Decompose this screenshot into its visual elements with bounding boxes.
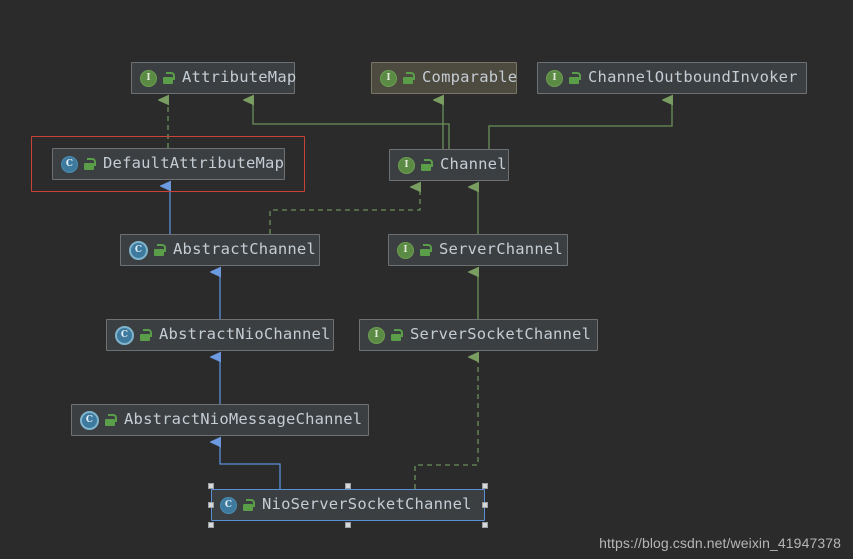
watermark-text: https://blog.csdn.net/weixin_41947378: [599, 535, 841, 551]
class-node-server-channel[interactable]: I ServerChannel: [388, 234, 568, 266]
class-node-attribute-map[interactable]: I AttributeMap: [131, 62, 297, 94]
class-node-label: DefaultAttributeMap: [103, 154, 285, 173]
class-icon: C: [61, 155, 78, 173]
node-icon-group: I: [140, 69, 175, 87]
public-lock-icon: [83, 158, 96, 170]
class-node-label: NioServerSocketChannel: [262, 495, 472, 514]
class-node-abstract-nio-message-channel[interactable]: C AbstractNioMessageChannel: [71, 404, 369, 436]
node-icon-group: C: [61, 155, 96, 173]
selection-handle[interactable]: [345, 483, 351, 489]
abstract-class-icon: C: [80, 410, 99, 430]
selection-handle[interactable]: [208, 502, 214, 508]
class-node-abstract-nio-channel[interactable]: C AbstractNioChannel: [106, 319, 334, 351]
class-node-default-attribute-map[interactable]: C DefaultAttributeMap: [52, 148, 285, 180]
class-node-comparable[interactable]: I Comparable: [371, 62, 517, 94]
interface-icon: I: [380, 69, 397, 87]
node-icon-group: I: [368, 326, 403, 344]
interface-icon: I: [546, 69, 563, 87]
class-node-label: ChannelOutboundInvoker: [588, 68, 798, 87]
class-icon: C: [220, 496, 237, 514]
node-icon-group: C: [115, 325, 152, 345]
class-node-channel-outbound-invoker[interactable]: I ChannelOutboundInvoker: [537, 62, 807, 94]
public-lock-icon: [153, 244, 166, 256]
public-lock-icon: [402, 72, 415, 84]
edge-extends[interactable]: [488, 100, 672, 149]
class-node-label: AttributeMap: [182, 68, 297, 87]
selection-handle[interactable]: [208, 483, 214, 489]
class-node-label: ServerSocketChannel: [410, 325, 592, 344]
interface-icon: I: [140, 69, 157, 87]
interface-icon: I: [368, 326, 385, 344]
edge-extends[interactable]: [220, 442, 281, 489]
public-lock-icon: [568, 72, 581, 84]
selection-handle[interactable]: [208, 522, 214, 528]
interface-icon: I: [398, 156, 415, 174]
node-icon-group: I: [397, 241, 432, 259]
node-icon-group: I: [546, 69, 581, 87]
red-focus-rectangle: [31, 136, 305, 192]
class-node-label: AbstractNioChannel: [159, 325, 331, 344]
abstract-class-icon: C: [129, 240, 148, 260]
node-icon-group: C: [80, 410, 117, 430]
selection-handle[interactable]: [345, 522, 351, 528]
selection-handle[interactable]: [482, 502, 488, 508]
class-node-abstract-channel[interactable]: C AbstractChannel: [120, 234, 320, 266]
public-lock-icon: [242, 499, 255, 511]
node-icon-group: C: [220, 496, 255, 514]
selection-handle[interactable]: [482, 522, 488, 528]
class-node-label: AbstractChannel: [173, 240, 316, 259]
class-node-server-socket-channel[interactable]: I ServerSocketChannel: [359, 319, 598, 351]
edge-implements[interactable]: [269, 187, 420, 234]
abstract-class-icon: C: [115, 325, 134, 345]
class-node-channel[interactable]: I Channel: [389, 149, 509, 181]
public-lock-icon: [162, 72, 175, 84]
class-node-label: Comparable: [422, 68, 518, 87]
selection-handle[interactable]: [482, 483, 488, 489]
node-icon-group: C: [129, 240, 166, 260]
node-icon-group: I: [380, 69, 415, 87]
class-node-label: Channel: [440, 155, 507, 174]
class-node-label: ServerChannel: [439, 240, 563, 259]
class-node-nio-server-socket-channel[interactable]: C NioServerSocketChannel: [211, 489, 485, 521]
public-lock-icon: [104, 414, 117, 426]
public-lock-icon: [139, 329, 152, 341]
public-lock-icon: [390, 329, 403, 341]
interface-icon: I: [397, 241, 414, 259]
public-lock-icon: [420, 159, 433, 171]
class-node-label: AbstractNioMessageChannel: [124, 410, 363, 429]
edge-implements[interactable]: [414, 357, 478, 489]
node-icon-group: I: [398, 156, 433, 174]
public-lock-icon: [419, 244, 432, 256]
